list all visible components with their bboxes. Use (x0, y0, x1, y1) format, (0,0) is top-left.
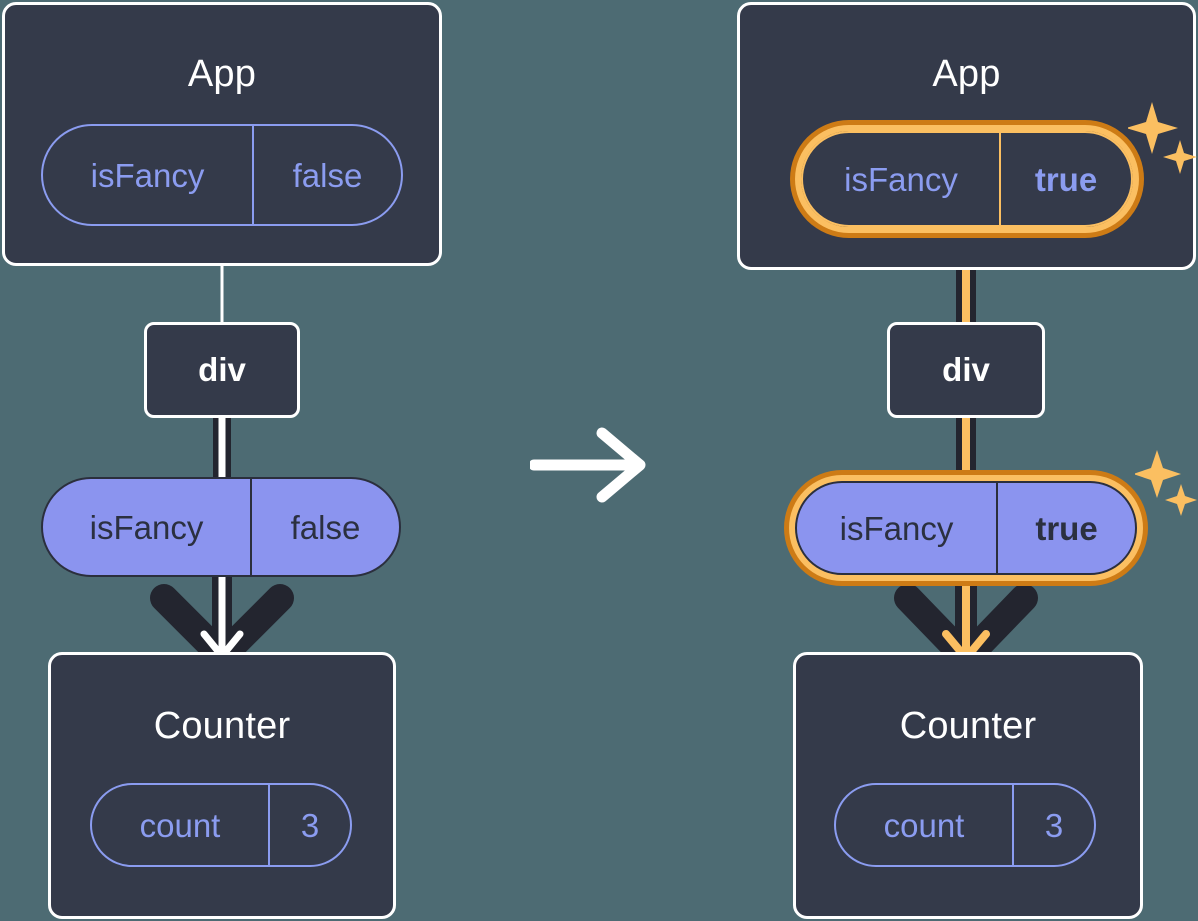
left-prop-key: isFancy (89, 508, 204, 546)
left-counter-title: Counter (153, 705, 291, 747)
left-prop-pill-divider (250, 479, 252, 575)
left-div-node: div (144, 322, 300, 418)
left-counter-pill-divider (268, 785, 270, 865)
right-app-title: App (932, 53, 1001, 95)
right-app-state-pill[interactable]: isFancy true (801, 131, 1133, 227)
right-app-state-value: true (1034, 160, 1098, 198)
right-counter-state-pill[interactable]: count 3 (834, 783, 1096, 867)
left-prop-value: false (290, 508, 361, 546)
right-div-label: div (942, 351, 990, 388)
left-counter-panel: Counter (48, 652, 396, 919)
right-counter-pill-divider (1012, 785, 1014, 865)
right-counter-state-value: 3 (1044, 806, 1064, 844)
right-prop-pill-divider (996, 483, 998, 573)
left-app-state-value: false (292, 156, 363, 194)
left-app-pill-divider (252, 126, 254, 224)
left-app-state-pill[interactable]: isFancy false (41, 124, 403, 226)
right-app-pill-divider (999, 133, 1001, 225)
right-prop-value: true (1035, 509, 1098, 547)
right-counter-title: Counter (899, 705, 1037, 747)
right-prop-sparkles-icon (1135, 450, 1197, 516)
transition-arrow-icon (530, 427, 646, 503)
left-prop-pill[interactable]: isFancy false (41, 477, 401, 577)
right-div-node: div (887, 322, 1045, 418)
right-app-state-key: isFancy (844, 160, 958, 198)
right-prop-pill[interactable]: isFancy true (795, 481, 1137, 575)
left-app-state-key: isFancy (90, 156, 205, 194)
left-counter-state-value: 3 (300, 806, 320, 844)
left-counter-state-key: count (139, 806, 221, 844)
left-counter-state-pill[interactable]: count 3 (90, 783, 352, 867)
right-app-sparkles-icon (1128, 102, 1197, 174)
left-app-title: App (187, 53, 257, 95)
right-prop-key: isFancy (839, 509, 954, 547)
right-counter-panel: Counter (793, 652, 1143, 919)
right-counter-state-key: count (883, 806, 965, 844)
left-div-label: div (198, 351, 246, 388)
